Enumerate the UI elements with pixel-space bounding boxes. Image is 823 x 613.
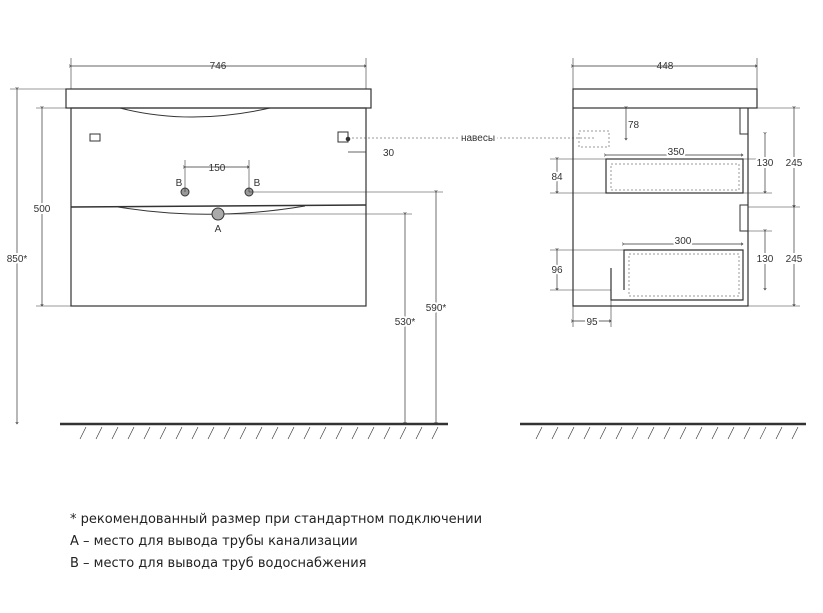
floor-hatch-mark [335,426,343,440]
note-b: В – место для вывода труб водоснабжения [70,556,367,571]
floor-hatch-mark [727,426,735,440]
floor-hatch-mark [711,426,719,440]
floor-hatch-mark [663,426,671,440]
front-width-label: 746 [210,61,227,72]
notes-block: * рекомендованный размер при стандартном… [70,509,770,575]
front-countertop [65,88,372,109]
side-95-label: 95 [586,317,598,328]
floor-hatch-mark [143,426,151,440]
floor-hatch-mark [567,426,575,440]
floor-hatch-mark [551,426,559,440]
floor-hatch-mark [743,426,751,440]
front-cabinet-height-label: 500 [34,204,51,215]
floor-hatch-mark [535,426,543,440]
side-view [550,58,800,327]
front-total-height-label: 850* [7,254,28,265]
side-245-top-label: 245 [786,158,803,169]
side-78-label: 78 [628,120,640,131]
side-300-label: 300 [675,236,692,247]
floor-hatch-mark [791,426,799,440]
side-lower-drawer [610,249,744,301]
front-hanger-offset-label: 30 [383,148,395,159]
floor-hatch-mark [95,426,103,440]
note-a: А – место для вывода трубы канализации [70,534,358,549]
floor-hatch-mark [599,426,607,440]
floor-hatch-mark [383,426,391,440]
hanger-label: навесы [461,133,495,144]
side-245-bottom-label: 245 [786,254,803,265]
floor-hatch-mark [223,426,231,440]
floor-hatch-mark [111,426,119,440]
floor-hatch-mark [631,426,639,440]
floor-hatch-mark [647,426,655,440]
floor-hatch-mark [271,426,279,440]
front-label-b-left: B [176,178,183,189]
floor-hatch-mark [759,426,767,440]
floor-hatch-mark [287,426,295,440]
floor-hatch-mark [303,426,311,440]
floor-hatch-mark [159,426,167,440]
front-label-b-right: B [254,178,261,189]
side-cabinet [572,108,749,307]
side-350-label: 350 [668,147,685,158]
side-back-rail-top [739,107,749,135]
front-hole-spacing-label: 150 [209,163,226,174]
note-recommended: * рекомендованный размер при стандартном… [70,512,483,527]
floor-hatch-mark [79,426,87,440]
side-back-rail-bottom [739,204,749,232]
front-hole-a [211,207,225,221]
side-floor [520,422,806,440]
front-floor [60,422,448,440]
side-84-label: 84 [551,172,563,183]
floor-hatch-mark [351,426,359,440]
floor-hatch-mark [399,426,407,440]
front-b-height-label: 590* [426,303,447,314]
floor-hatch-mark [127,426,135,440]
floor-hatch-mark [319,426,327,440]
floor-hatch-mark [775,426,783,440]
floor-hatch-mark [367,426,375,440]
side-130-top-label: 130 [757,158,774,169]
side-130-bottom-label: 130 [757,254,774,265]
side-depth-label: 448 [657,61,674,72]
front-label-a: A [215,224,222,235]
side-countertop [572,88,758,109]
side-siphon [578,130,610,148]
floor-hatch-mark [175,426,183,440]
floor-hatch-mark [431,426,439,440]
side-96-label: 96 [551,265,563,276]
floor-hatch-mark [695,426,703,440]
floor-hatch-mark [583,426,591,440]
floor-hatch-mark [415,426,423,440]
floor-hatch-mark [679,426,687,440]
floor-hatch-mark [239,426,247,440]
front-view [10,58,596,424]
floor-hatch-mark [207,426,215,440]
front-a-height-label: 530* [395,317,416,328]
front-basin-curve-top [119,107,271,118]
front-hanger-left [89,133,101,142]
floor-hatch-mark [615,426,623,440]
floor-hatch-mark [191,426,199,440]
floor-hatch-mark [255,426,263,440]
front-basin-curve-bottom [117,205,306,215]
side-upper-drawer [605,158,744,194]
front-drawer-split [70,204,367,208]
